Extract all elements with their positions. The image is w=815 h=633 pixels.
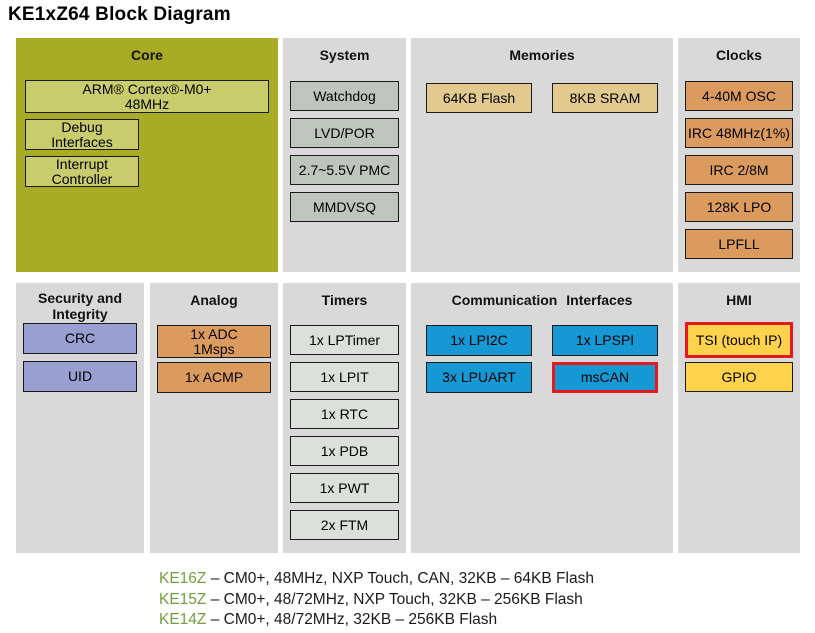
panel-core-title: Core bbox=[131, 47, 163, 63]
clocks-block-osc: 4-40M OSC bbox=[685, 81, 793, 111]
footnote-ke16z: KE16Z – CM0+, 48MHz, NXP Touch, CAN, 32K… bbox=[159, 569, 594, 590]
panel-clocks-title: Clocks bbox=[716, 47, 762, 63]
panel-analog: Analog 1x ADC 1Msps 1x ACMP bbox=[150, 283, 278, 553]
panel-security-integrity: Security and Integrity CRC UID bbox=[16, 283, 144, 553]
system-block-mmdvsq: MMDVSQ bbox=[290, 192, 399, 222]
analog-block-adc: 1x ADC 1Msps bbox=[157, 325, 271, 358]
system-block-pmc: 2.7~5.5V PMC bbox=[290, 155, 399, 185]
clocks-block-irc-2-8m: IRC 2/8M bbox=[685, 155, 793, 185]
footnote-ke14z: KE14Z – CM0+, 48/72MHz, 32KB – 256KB Fla… bbox=[159, 610, 594, 631]
comm-block-lpuart: 3x LPUART bbox=[426, 362, 532, 393]
panel-hmi: HMI TSI (touch IP) GPIO bbox=[678, 283, 800, 553]
timers-block-pdb: 1x PDB bbox=[290, 436, 399, 466]
core-block-arm-cortex-m0: ARM® Cortex®-M0+ 48MHz bbox=[25, 80, 269, 113]
timers-block-ftm: 2x FTM bbox=[290, 510, 399, 540]
diagram-title: KE1xZ64 Block Diagram bbox=[8, 4, 231, 25]
comm-block-lpspi: 1x LPSPI bbox=[552, 325, 658, 356]
panel-core: Core ARM® Cortex®-M0+ 48MHz Debug Interf… bbox=[16, 38, 278, 272]
clocks-block-lpo: 128K LPO bbox=[685, 192, 793, 222]
panel-timers-title: Timers bbox=[321, 292, 368, 308]
memories-block-flash: 64KB Flash bbox=[426, 83, 532, 113]
panel-system-title: System bbox=[319, 47, 370, 63]
timers-block-pwt: 1x PWT bbox=[290, 473, 399, 503]
core-block-interrupt-controller: Interrupt Controller bbox=[25, 156, 139, 187]
memories-block-sram: 8KB SRAM bbox=[552, 83, 658, 113]
hmi-block-tsi-highlighted: TSI (touch IP) bbox=[685, 322, 793, 358]
footnote-model-ke14z: KE14Z bbox=[159, 611, 207, 628]
footnote-model-ke16z: KE16Z bbox=[159, 570, 207, 587]
footnote-specs-ke14z: – CM0+, 48/72MHz, 32KB – 256KB Flash bbox=[210, 611, 498, 628]
panel-memories-title: Memories bbox=[509, 47, 575, 63]
clocks-block-lpfll: LPFLL bbox=[685, 229, 793, 259]
comm-block-mscan-highlighted: msCAN bbox=[552, 362, 658, 393]
analog-block-acmp: 1x ACMP bbox=[157, 362, 271, 393]
security-block-crc: CRC bbox=[23, 323, 137, 354]
footnote-ke15z: KE15Z – CM0+, 48/72MHz, NXP Touch, 32KB … bbox=[159, 590, 594, 611]
panel-security-title: Security and Integrity bbox=[37, 290, 123, 322]
clocks-block-irc-48mhz: IRC 48MHz(1%) bbox=[685, 118, 793, 148]
panel-memories: Memories 64KB Flash 8KB SRAM bbox=[411, 38, 673, 272]
system-block-watchdog: Watchdog bbox=[290, 81, 399, 111]
system-block-lvd-por: LVD/POR bbox=[290, 118, 399, 148]
timers-block-lptimer: 1x LPTimer bbox=[290, 325, 399, 355]
timers-block-lpit: 1x LPIT bbox=[290, 362, 399, 392]
footnote-specs-ke15z: – CM0+, 48/72MHz, NXP Touch, 32KB – 256K… bbox=[210, 590, 583, 608]
core-block-debug-interfaces: Debug Interfaces bbox=[25, 119, 139, 150]
panel-timers: Timers 1x LPTimer 1x LPIT 1x RTC 1x PDB … bbox=[283, 283, 406, 553]
panel-analog-title: Analog bbox=[190, 292, 238, 308]
footnote-specs-ke16z: – CM0+, 48MHz, NXP Touch, CAN, 32KB – 64… bbox=[210, 570, 594, 587]
panel-comm-title: Communication Interfaces bbox=[451, 292, 633, 308]
timers-block-rtc: 1x RTC bbox=[290, 399, 399, 429]
hmi-block-gpio: GPIO bbox=[685, 362, 793, 392]
security-block-uid: UID bbox=[23, 361, 137, 392]
panel-clocks: Clocks 4-40M OSC IRC 48MHz(1%) IRC 2/8M … bbox=[678, 38, 800, 272]
panel-system: System Watchdog LVD/POR 2.7~5.5V PMC MMD… bbox=[283, 38, 406, 272]
footnote-model-ke15z: KE15Z bbox=[159, 590, 207, 608]
panel-hmi-title: HMI bbox=[726, 292, 752, 308]
footnotes: KE16Z – CM0+, 48MHz, NXP Touch, CAN, 32K… bbox=[159, 569, 594, 631]
panel-communication-interfaces: Communication Interfaces 1x LPI2C 1x LPS… bbox=[411, 283, 673, 553]
comm-block-lpi2c: 1x LPI2C bbox=[426, 325, 532, 356]
